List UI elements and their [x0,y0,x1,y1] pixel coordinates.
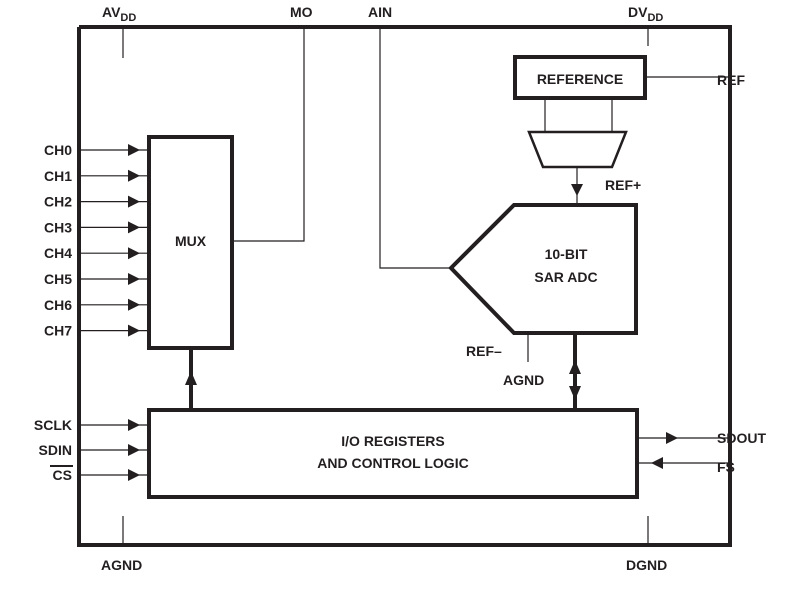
adc-label-line2: SAR ADC [534,269,597,285]
pin-ch5-label: CH5 [44,271,72,287]
ref-minus-label: REF– [466,343,502,359]
pin-sdin-label: SDIN [39,442,72,458]
mux-block [147,135,234,350]
agnd-internal-label: AGND [503,372,544,388]
arrow-right-icon [128,324,140,337]
pin-ch7-label: CH7 [44,323,72,339]
arrow-left-icon [651,457,663,469]
channel-input-ch7: CH7 [44,323,149,339]
arrow-right-icon [128,247,140,260]
pin-avdd-label: AVDD [102,4,136,24]
pin-ch3-label: CH3 [44,219,72,235]
arrow-right-icon [128,169,140,182]
pin-sclk-label: SCLK [34,417,72,433]
channel-input-ch2: CH2 [44,194,149,210]
arrow-right-icon [128,195,140,208]
channel-input-ch6: CH6 [44,297,149,313]
pin-mo-label: MO [290,4,313,20]
mo-wire [233,27,305,242]
arrow-right-icon [128,469,140,481]
io-block [147,408,639,499]
channel-input-ch4: CH4 [44,245,149,261]
pin-dgnd-label: DGND [626,557,667,573]
arrow-right-icon [128,298,140,311]
pin-ch2-label: CH2 [44,194,72,210]
pin-ch1-label: CH1 [44,168,72,184]
adc-label-line1: 10-BIT [545,246,588,262]
pin-ch4-label: CH4 [44,245,72,261]
pin-dvdd-label: DVDD [628,4,663,24]
io-label-line2: AND CONTROL LOGIC [317,455,468,471]
pin-ch6-label: CH6 [44,297,72,313]
io-label-line1: I/O REGISTERS [341,433,444,449]
control-input-sclk: SCLK [34,417,149,433]
ain-wire [379,27,450,269]
reference-block [513,55,647,100]
mux-label: MUX [175,233,207,249]
reference-label: REFERENCE [537,71,623,87]
ref-plus-label: REF+ [605,177,641,193]
arrow-right-icon [666,432,678,444]
chip-boundary [77,25,732,547]
arrow-right-icon [128,144,140,156]
pin-ain-label: AIN [368,4,392,20]
pin-cs-label: CS [53,467,72,483]
control-input-cs: CS [50,465,149,483]
pin-sdout-label: SDOUT [717,430,766,446]
reference-buffer [527,130,628,169]
arrow-up-icon [185,371,197,385]
channel-input-ch3: CH3 [44,219,149,235]
arrow-down-icon [571,184,583,196]
pin-ref-label: REF [717,72,745,88]
arrow-right-icon [128,221,140,234]
control-inputs: SCLK SDIN CS [34,417,149,483]
pin-ch0-label: CH0 [44,142,72,158]
arrow-right-icon [128,273,140,285]
channel-input-ch1: CH1 [44,168,149,184]
arrow-up-icon [569,360,581,374]
arrow-right-icon [128,444,140,456]
pin-agnd-label: AGND [101,557,142,573]
channel-input-ch0: CH0 [44,142,149,158]
pin-fs-label: FS [717,459,735,475]
channel-input-ch5: CH5 [44,271,149,287]
arrow-down-icon [569,386,581,400]
arrow-right-icon [128,419,140,431]
control-input-sdin: SDIN [39,442,149,458]
